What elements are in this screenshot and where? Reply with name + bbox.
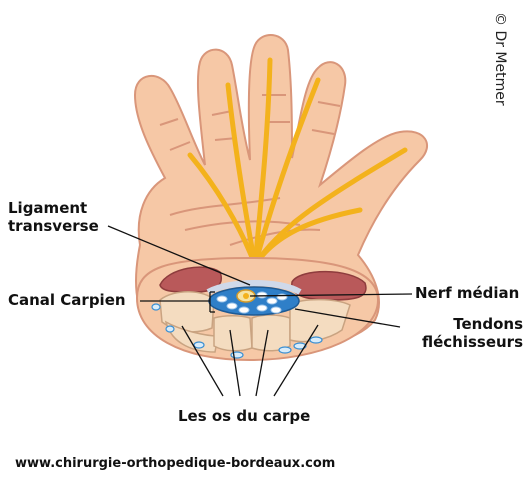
label-os: Les os du carpe [178,407,311,425]
site-url: www.chirurgie-orthopedique-bordeaux.com [15,456,336,471]
label-tendons-line2: fléchisseurs [421,333,523,351]
label-ligament-line1: Ligament [8,199,88,217]
label-ligament-line2: transverse [8,217,99,235]
label-tendons-line1: Tendons [453,315,523,333]
finger-creases [159,94,341,151]
credit-text: © Dr Metmer [492,12,508,106]
label-canal: Canal Carpien [8,291,126,309]
label-nerf: Nerf médian [415,284,520,302]
transverse-ligament [206,280,302,295]
wrist-cross-section [135,256,380,362]
palm-creases [169,197,321,246]
median-nerve-branches [187,57,408,268]
leader-lines [107,225,413,397]
